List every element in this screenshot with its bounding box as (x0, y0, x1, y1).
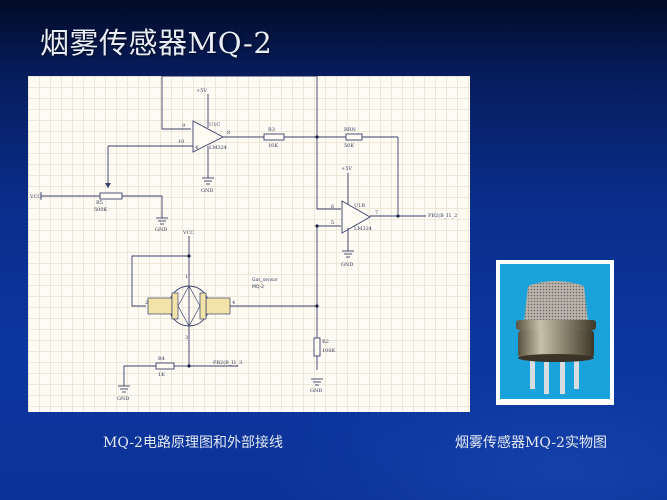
r2-value: 100K (322, 348, 336, 354)
wiper-arrow-icon (105, 183, 111, 188)
u1b-part: LM324 (354, 226, 372, 232)
u1c-gnd-label: GND (201, 188, 213, 194)
u1b-pin-noninv: 5 (331, 220, 334, 226)
u1c-ref: U1C (209, 122, 220, 128)
u1c-pin-noninv: 10 (178, 139, 184, 145)
rrn-value: 50K (344, 143, 354, 149)
r2-ref: R2 (322, 339, 329, 345)
net-out-b: PB2(B_I1_2 (428, 212, 457, 219)
schematic-caption: MQ-2电路原理图和外部接线 (103, 435, 283, 451)
photo-caption: 烟雾传感器MQ-2实物图 (455, 435, 607, 451)
r4-value: 1K (158, 372, 165, 378)
net-out-a: PB2(B_I1_3 (213, 359, 242, 366)
u1b-supply-label: +5V (341, 166, 352, 172)
sensor-pin-2: 2 (145, 300, 148, 306)
u1c-pin-power: 4 (195, 145, 198, 151)
schematic-diagram: +5V 9 10 U1C LM324 8 4 GND R3 10K RRN 50… (28, 76, 470, 412)
mq2-sensor-symbol (147, 285, 231, 327)
u1c-pin-inv: 9 (182, 123, 185, 129)
sensor-pin-4: 4 (232, 300, 235, 306)
sensor-pin-1: 1 (185, 274, 188, 280)
sensor-photo (500, 264, 610, 399)
u1b-pin-inv: 6 (331, 204, 334, 210)
circuit-svg: +5V 9 10 U1C LM324 8 4 GND R3 10K RRN 50… (29, 76, 457, 402)
u1b-pin-out: 7 (375, 210, 378, 216)
u1c-pin-out: 8 (227, 130, 230, 136)
u1b-gnd-label: GND (341, 262, 353, 268)
r3-ref: R3 (268, 127, 275, 133)
net-vcc-sensor: VCC (182, 230, 194, 236)
u1b-ref: U1B (354, 203, 365, 209)
bottom-left-gnd-label: GND (117, 396, 129, 402)
pot-gnd-label: GND (155, 227, 167, 233)
sensor-pin-3: 3 (185, 335, 188, 341)
slide-title: 烟雾传感器MQ-2 (40, 26, 273, 60)
net-vcc-left: VCC (29, 194, 41, 200)
rrn-ref: RRN (344, 127, 357, 133)
r5-value: 500K (94, 207, 108, 213)
u1c-supply-label: +5V (196, 88, 207, 94)
u1c-part: LM324 (209, 145, 227, 151)
r3-value: 10K (268, 143, 278, 149)
bottom-right-gnd-label: GND (310, 388, 322, 394)
r5-ref: R5 (96, 200, 103, 206)
sensor-part: MQ-2 (252, 284, 264, 290)
sensor-label: Gas_sensor (252, 277, 278, 283)
r4-ref: R4 (158, 356, 165, 362)
sensor-photo-frame (496, 260, 614, 405)
